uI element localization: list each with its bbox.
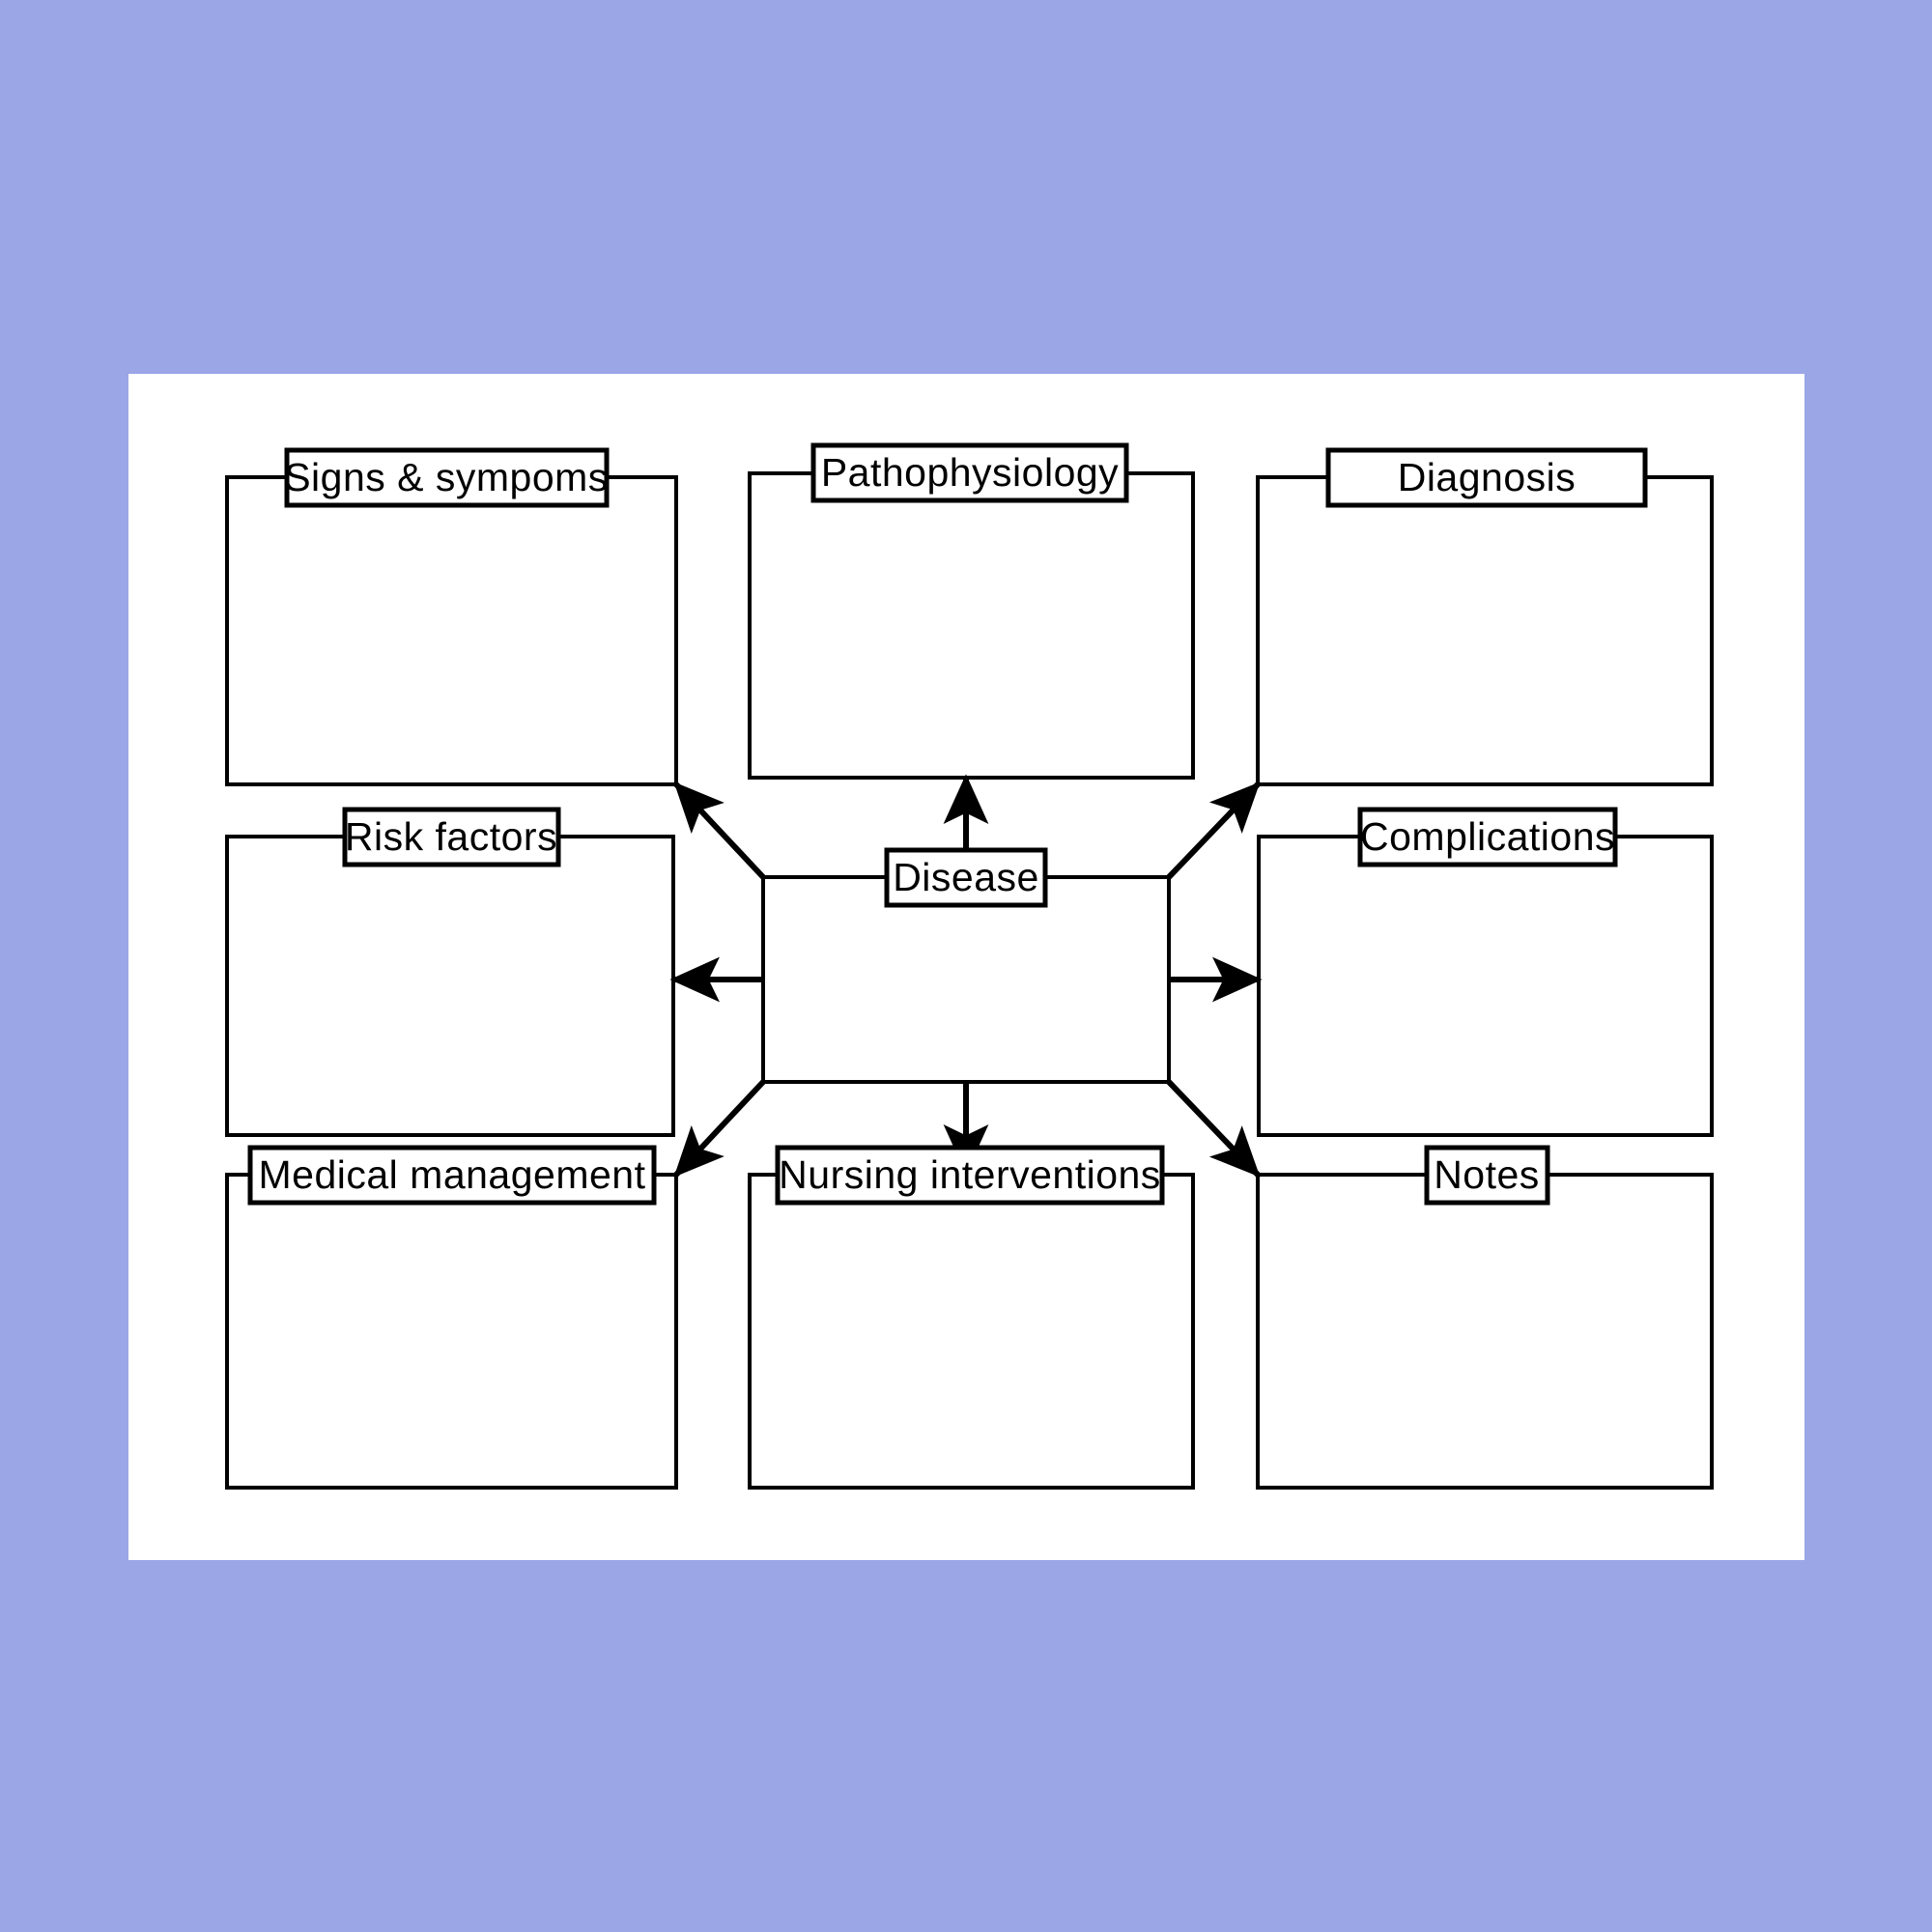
box-diagnosis[interactable]: Diagnosis (1256, 447, 1714, 786)
box-complications[interactable]: Complications (1257, 807, 1714, 1137)
box-signs-symptoms[interactable]: Signs & sympoms (225, 447, 678, 786)
notes-label: Notes (1434, 1152, 1540, 1197)
notes-label-box[interactable] (1424, 1145, 1550, 1206)
connector-group (669, 774, 1263, 1178)
connector-center-to-diagnosis (1166, 781, 1261, 880)
complications-label-box[interactable] (1357, 807, 1618, 867)
medical-management-label-box[interactable] (247, 1145, 657, 1206)
nursing-interventions-label: Nursing interventions (779, 1152, 1161, 1197)
complications-label: Complications (1360, 814, 1615, 859)
signs-symptoms-label-box[interactable] (284, 447, 610, 508)
signs-symptoms-label: Signs & sympoms (284, 455, 609, 499)
risk-factors-label: Risk factors (345, 814, 557, 859)
center-node[interactable]: Disease (884, 847, 1048, 908)
nursing-interventions-label-box[interactable] (775, 1145, 1165, 1206)
medical-management-frame (225, 1173, 678, 1490)
risk-factors-frame (225, 835, 675, 1137)
diagnosis-label: Diagnosis (1398, 455, 1577, 499)
risk-factors-label-box[interactable] (342, 807, 561, 867)
diagnosis-label-box[interactable] (1325, 447, 1648, 508)
center-node-label-box[interactable] (884, 847, 1048, 908)
nursing-interventions-frame (748, 1173, 1195, 1490)
pathophysiology-frame (748, 471, 1195, 780)
box-medical-management[interactable]: Medical management (225, 1145, 678, 1490)
connector-center-to-signs-symptoms (673, 781, 766, 880)
center-hub-rect (761, 875, 1171, 1084)
box-pathophysiology[interactable]: Pathophysiology (748, 442, 1195, 780)
connector-center-to-notes (1166, 1079, 1261, 1178)
box-risk-factors[interactable]: Risk factors (225, 807, 675, 1137)
connector-center-to-medical-management (673, 1079, 766, 1178)
complications-frame (1257, 835, 1714, 1137)
pathophysiology-label-box[interactable] (810, 442, 1129, 503)
box-notes[interactable]: Notes (1256, 1145, 1714, 1490)
box-nursing-interventions[interactable]: Nursing interventions (748, 1145, 1195, 1490)
signs-symptoms-frame (225, 475, 678, 786)
notes-frame (1256, 1173, 1714, 1490)
diagnosis-frame (1256, 475, 1714, 786)
worksheet-page (128, 374, 1804, 1560)
center-node-label: Disease (893, 855, 1039, 899)
pathophysiology-label: Pathophysiology (821, 450, 1119, 495)
medical-management-label: Medical management (259, 1152, 646, 1197)
